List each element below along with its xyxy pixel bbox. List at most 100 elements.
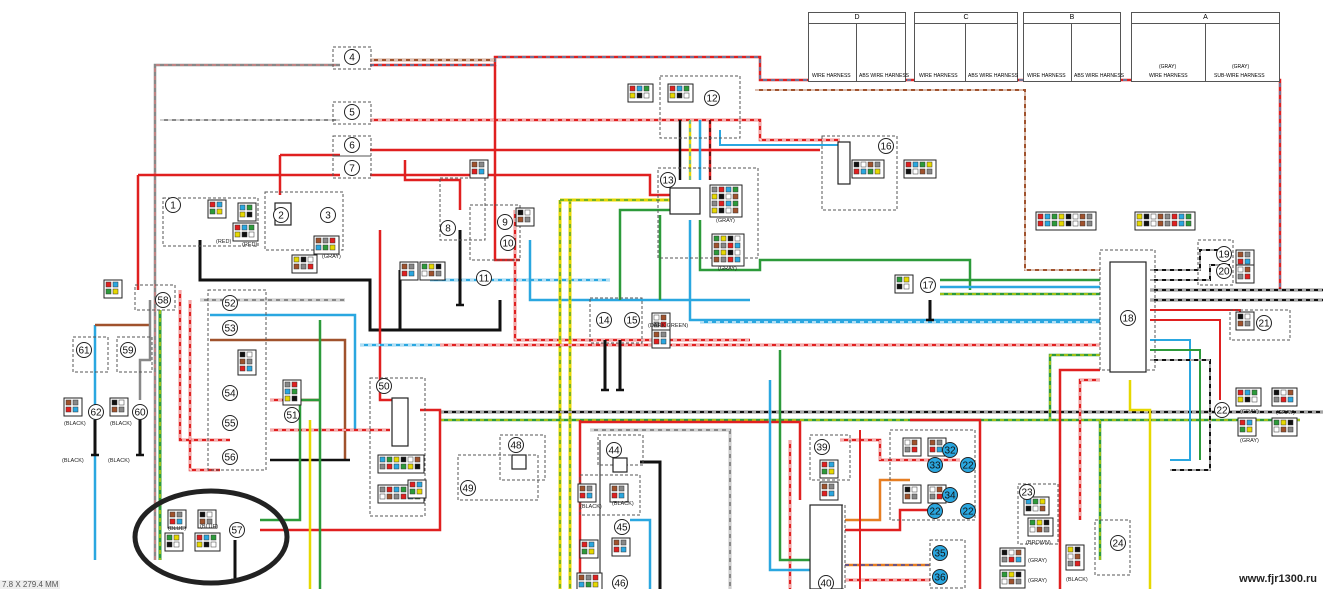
connector-icon bbox=[576, 572, 603, 589]
wire-green bbox=[698, 220, 972, 290]
component-number: 4 bbox=[349, 53, 355, 64]
connector-note-black_45: (BLACK) bbox=[612, 501, 634, 507]
component-marker: 44 bbox=[606, 442, 622, 458]
wire-red bbox=[370, 118, 840, 142]
component-marker: 50 bbox=[376, 378, 392, 394]
connector-icon bbox=[1035, 211, 1097, 231]
component-marker: 1 bbox=[165, 197, 181, 213]
component-marker: 3 bbox=[320, 207, 336, 223]
component-marker: 16 bbox=[878, 138, 894, 154]
wire-blue bbox=[688, 220, 1100, 322]
component-marker: 57 bbox=[229, 522, 245, 538]
connector-icon bbox=[819, 481, 839, 501]
wire-red bbox=[370, 173, 670, 197]
component-number: 13 bbox=[662, 176, 674, 187]
legend-c: C WIRE HARNESS ABS WIRE HARNESS bbox=[914, 12, 1018, 82]
component-number: 1 bbox=[170, 201, 176, 212]
connector-icon bbox=[237, 349, 257, 376]
component-number: 5 bbox=[349, 108, 355, 119]
wire-red bbox=[188, 300, 220, 472]
component-marker: 5 bbox=[344, 104, 360, 120]
component-marker: 51 bbox=[284, 407, 300, 423]
component-number: 22 bbox=[1216, 406, 1228, 417]
component-box bbox=[589, 297, 643, 344]
connector-icon bbox=[313, 235, 340, 255]
component-number: 51 bbox=[286, 411, 298, 422]
wire-black bbox=[640, 460, 662, 589]
component-marker: 39 bbox=[814, 439, 830, 455]
connector-note-gray_13b: (GRAY) bbox=[718, 266, 737, 272]
connector-note-black_62: (BLACK) bbox=[64, 421, 86, 427]
wire-red bbox=[1078, 378, 1100, 520]
connector-icon bbox=[291, 254, 318, 274]
component-number: 45 bbox=[616, 523, 628, 534]
wire-red bbox=[910, 418, 982, 589]
component-marker: 7 bbox=[344, 160, 360, 176]
wire-stripe bbox=[1049, 354, 1100, 420]
wire-red bbox=[1150, 319, 1221, 400]
component-marker: 22 bbox=[960, 457, 976, 473]
component-box bbox=[1017, 483, 1059, 545]
component-number: 18 bbox=[1122, 314, 1134, 325]
svg-text:22: 22 bbox=[929, 507, 941, 518]
component-number: 21 bbox=[1258, 319, 1270, 330]
component-number: 2 bbox=[278, 211, 284, 222]
component-marker: 13 bbox=[660, 172, 676, 188]
component-number: 44 bbox=[608, 446, 620, 457]
connector-icon bbox=[167, 509, 187, 529]
component-box bbox=[469, 204, 521, 261]
component-marker: 10 bbox=[500, 235, 516, 251]
component-number: 55 bbox=[224, 419, 236, 430]
component-marker: 60 bbox=[132, 404, 148, 420]
wire-brown bbox=[210, 338, 347, 460]
component-number: 33 bbox=[929, 461, 941, 472]
wire-green bbox=[1150, 349, 1201, 460]
component-marker: 8 bbox=[440, 220, 456, 236]
connector-note-red_b: (RED) bbox=[242, 242, 257, 248]
component-marker: 20 bbox=[1216, 263, 1232, 279]
component-marker: 19 bbox=[1216, 246, 1232, 262]
wire-blue bbox=[528, 240, 750, 302]
wire-yellow bbox=[1128, 380, 1152, 589]
component-marker: 32 bbox=[942, 442, 958, 458]
component-marker: 58 bbox=[155, 292, 171, 308]
wire-blue bbox=[1150, 339, 1191, 461]
component-box bbox=[134, 284, 176, 311]
component-marker: 53 bbox=[222, 320, 238, 336]
connector-icon bbox=[237, 202, 257, 222]
wire-red bbox=[370, 55, 1282, 290]
component-marker: 18 bbox=[1120, 310, 1136, 326]
legend-d: D WIRE HARNESS ABS WIRE HARNESS bbox=[808, 12, 909, 82]
component-number: 11 bbox=[479, 274, 490, 285]
connector-icon bbox=[1235, 249, 1255, 269]
component-marker: 14 bbox=[596, 312, 612, 328]
connector-note-black_62b: (BLACK) bbox=[62, 458, 84, 464]
connector-note-blue_a: (BLUE) bbox=[168, 526, 186, 532]
connector-icon bbox=[282, 379, 302, 406]
connector-note-red_a: (RED) bbox=[216, 239, 231, 245]
connector-icon bbox=[103, 279, 123, 299]
connector-note-black_44: (BLACK) bbox=[580, 504, 602, 510]
connector-icon bbox=[651, 312, 671, 332]
component-box bbox=[72, 336, 109, 373]
component-box bbox=[332, 135, 372, 157]
wire-blue bbox=[768, 380, 810, 572]
connector-icon bbox=[627, 83, 654, 103]
component-number: 58 bbox=[157, 296, 169, 307]
wire-blue bbox=[630, 518, 652, 589]
component-marker: 11 bbox=[476, 270, 492, 286]
component-box bbox=[264, 191, 344, 251]
wire-red bbox=[178, 290, 230, 442]
connector-icon bbox=[515, 207, 535, 227]
wire-stripe bbox=[154, 64, 340, 560]
component-marker: 2 bbox=[273, 207, 289, 223]
component-marker: 40 bbox=[818, 575, 834, 589]
component-box bbox=[929, 539, 966, 589]
component-number: 35 bbox=[934, 549, 946, 560]
connector-icon bbox=[419, 261, 446, 281]
connector-note-blue_b: (BLUE) bbox=[200, 524, 218, 530]
connector-icon bbox=[1065, 544, 1085, 571]
component-box bbox=[162, 197, 259, 247]
wire-orange bbox=[845, 478, 910, 522]
connector-icon bbox=[469, 159, 489, 179]
